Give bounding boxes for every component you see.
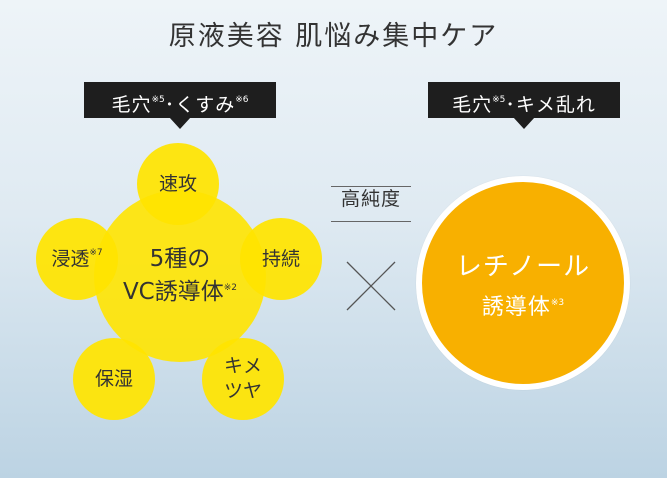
petal-moisture: 保湿 xyxy=(73,338,155,420)
petal-label-wrap: 浸透※7 xyxy=(51,247,102,272)
concern-tag-left: 毛穴※5･くすみ※6 xyxy=(84,82,276,129)
note-mark: ※5 xyxy=(151,95,165,105)
divider-bottom xyxy=(331,221,411,222)
high-purity-label: 高純度 xyxy=(340,188,401,210)
tag-text: 毛穴 xyxy=(452,94,493,116)
note-mark: ※7 xyxy=(89,247,103,258)
tag-text: 毛穴 xyxy=(111,94,152,116)
vc-line2-wrap: VC誘導体※2 xyxy=(123,276,237,309)
vc-line2: VC誘導体 xyxy=(122,279,224,305)
petal-label: 浸透 xyxy=(51,247,90,270)
petal-penetration: 浸透※7 xyxy=(36,218,118,300)
petal-label: 保湿 xyxy=(94,367,133,390)
note-mark: ※6 xyxy=(235,95,249,105)
petal-label: 速攻 xyxy=(158,172,197,195)
tag-text: ･くすみ xyxy=(164,94,236,116)
note-mark: ※2 xyxy=(223,283,238,293)
tag-text: ･キメ乱れ xyxy=(505,94,596,116)
retinol-line2-wrap: 誘導体※3 xyxy=(482,289,564,321)
petal-lasting: 持続 xyxy=(240,218,322,300)
petal-fast: 速攻 xyxy=(137,143,219,225)
divider-top xyxy=(331,186,411,187)
vc-line1: 5種の xyxy=(149,245,211,272)
times-icon xyxy=(346,261,396,311)
retinol-derivative-circle: レチノール 誘導体※3 xyxy=(416,176,630,390)
page-title: 原液美容 肌悩み集中ケア xyxy=(168,21,499,52)
petal-label: キメ xyxy=(223,355,262,378)
petal-label: ツヤ xyxy=(223,380,262,402)
retinol-line2: 誘導体 xyxy=(481,294,551,320)
note-mark: ※5 xyxy=(492,95,506,105)
concern-tag-right: 毛穴※5･キメ乱れ xyxy=(428,82,620,129)
petal-texture-shine: キメ ツヤ xyxy=(202,338,284,420)
retinol-line1: レチノール xyxy=(455,251,591,282)
petal-label: 持続 xyxy=(261,247,300,270)
note-mark: ※3 xyxy=(550,297,565,308)
